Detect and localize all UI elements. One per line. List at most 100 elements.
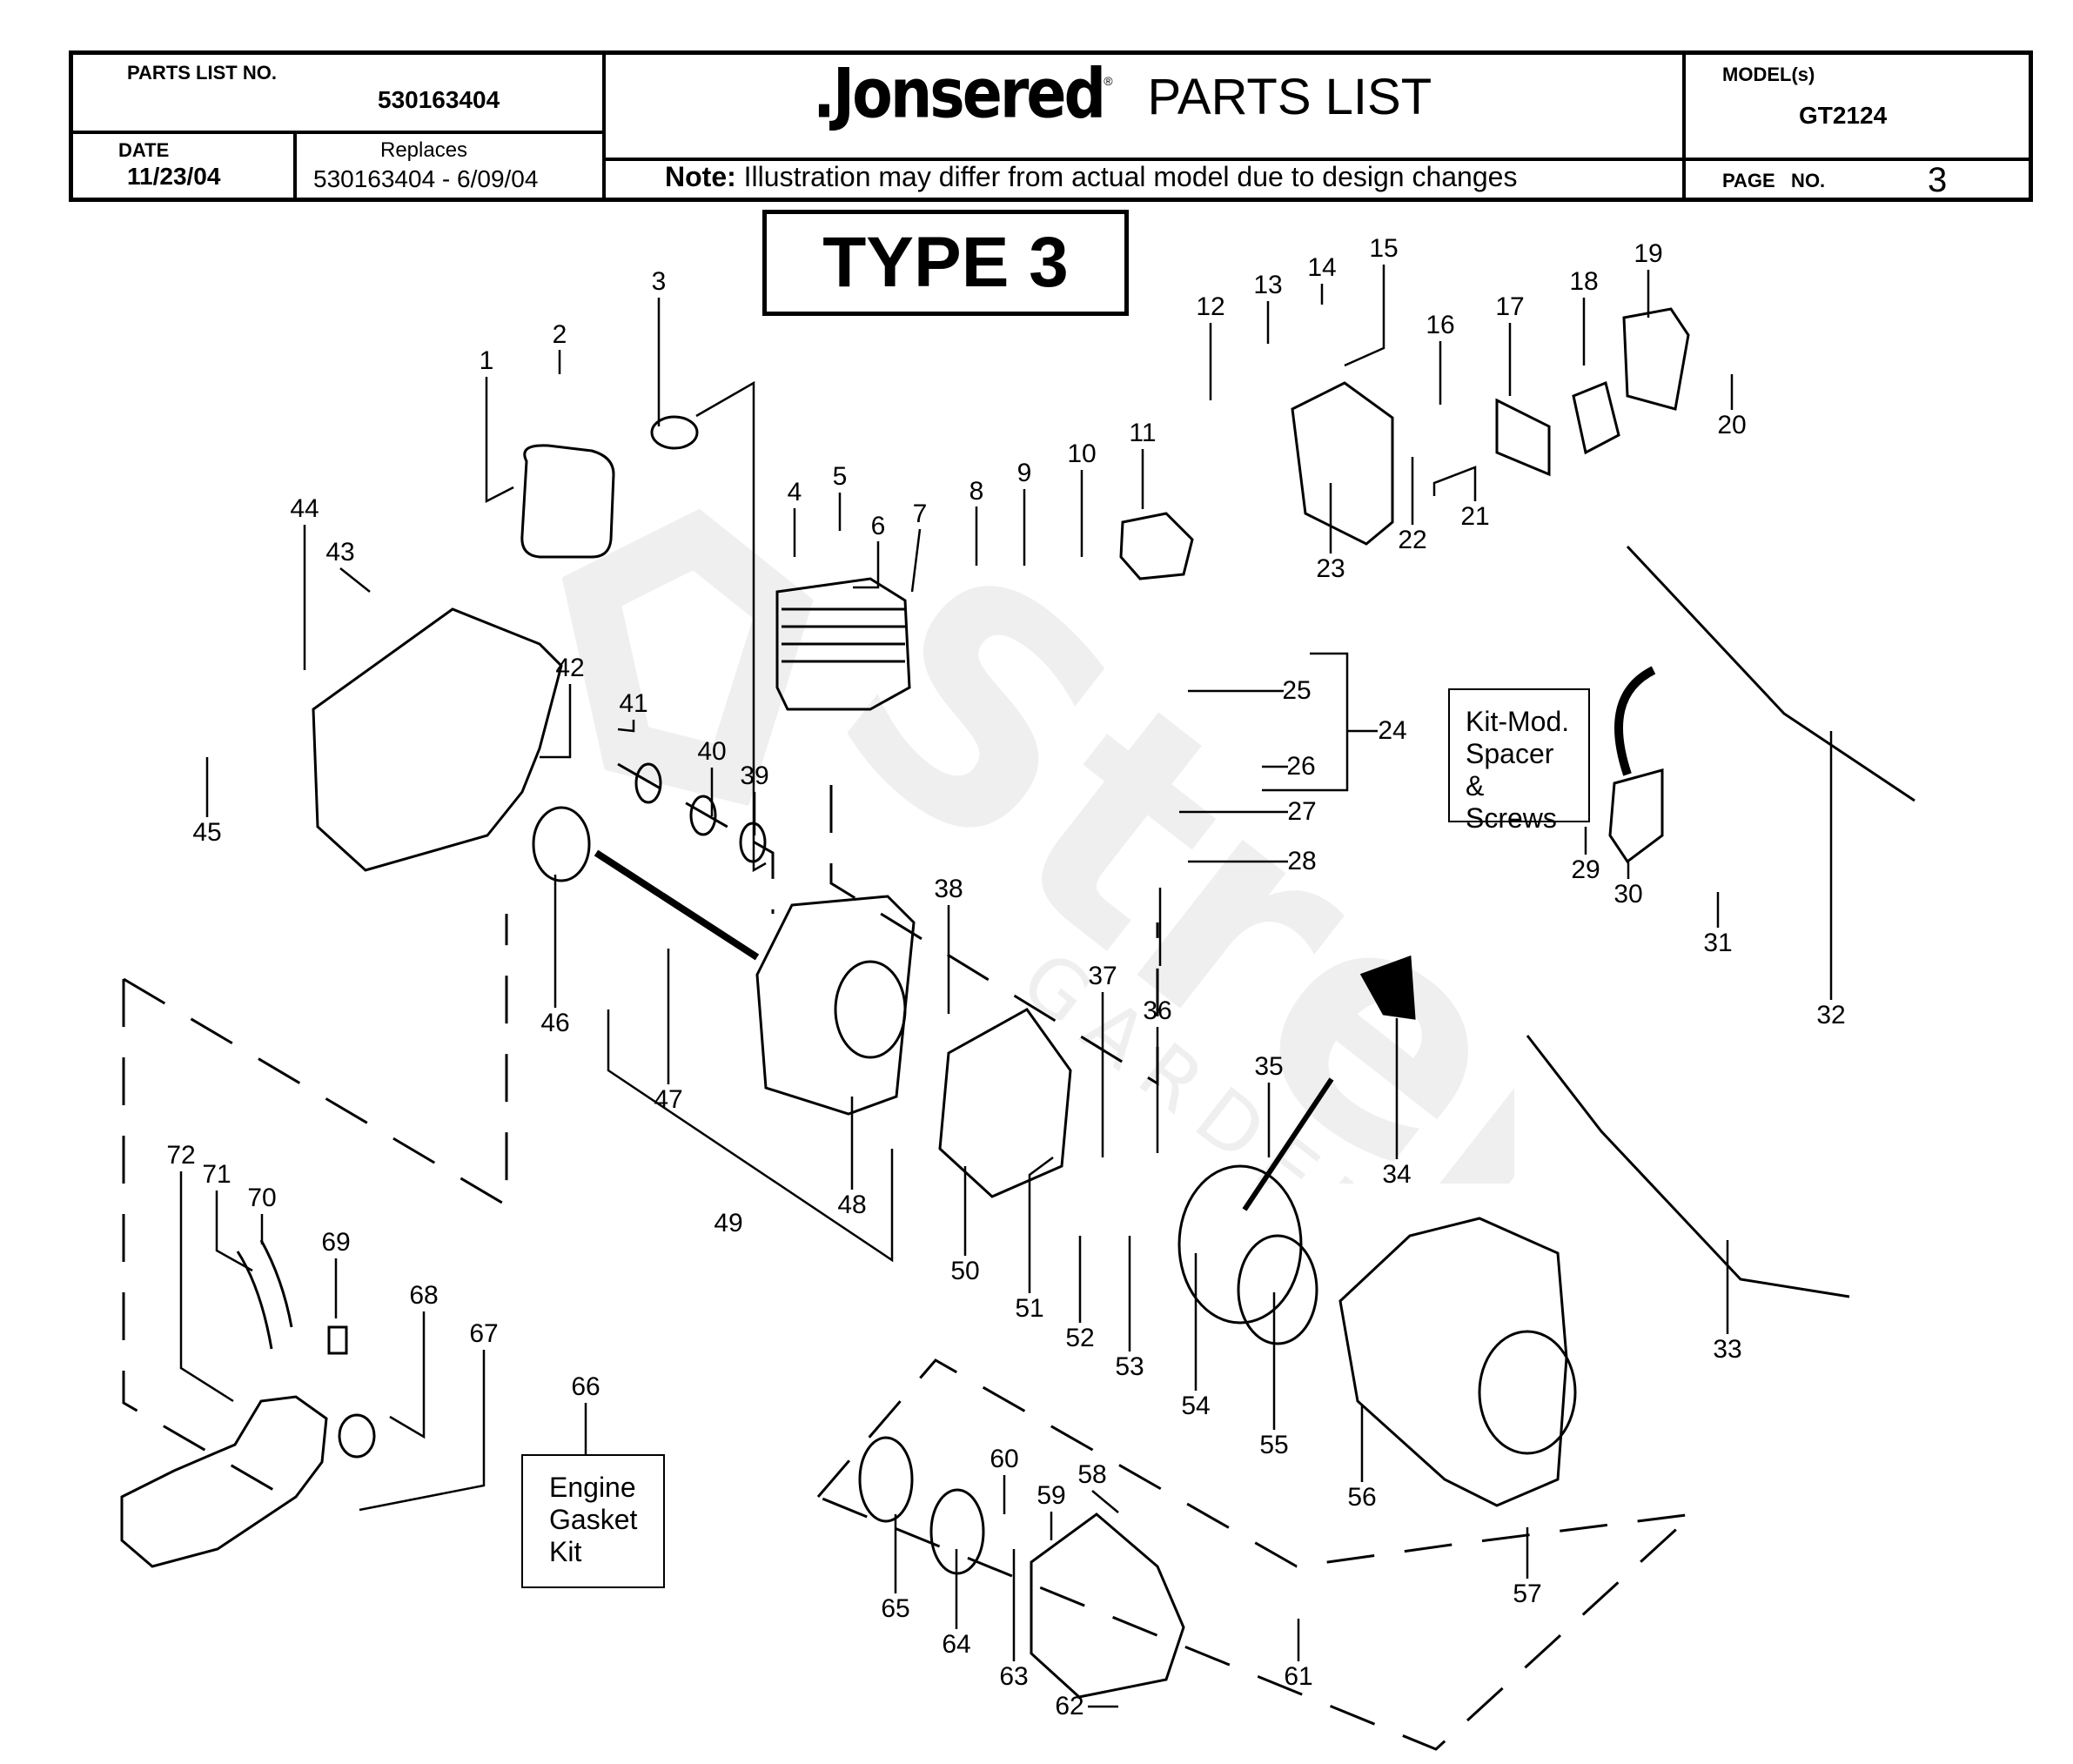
callout-22: 22 [1398, 526, 1427, 554]
callout-9: 9 [1016, 459, 1032, 487]
cylinder-part [775, 577, 911, 711]
divider [602, 55, 606, 198]
callout-16: 16 [1426, 311, 1455, 339]
callout-42: 42 [555, 654, 585, 682]
divider [604, 158, 1683, 161]
callout-69: 69 [321, 1228, 351, 1257]
parts-list-no-label: PARTS LIST NO. [127, 62, 277, 84]
callout-8: 8 [969, 477, 984, 506]
callout-59: 59 [1036, 1481, 1066, 1510]
page-label: PAGE NO. [1722, 170, 1826, 191]
callout-39: 39 [740, 761, 769, 790]
type-label-box: TYPE 3 [762, 210, 1129, 316]
callout-34: 34 [1382, 1160, 1412, 1189]
callout-5: 5 [832, 462, 848, 491]
callout-2: 2 [552, 320, 567, 349]
carburetor-part [1119, 512, 1194, 580]
parts-list-title: PARTS LIST [1147, 69, 1432, 125]
title-block: PARTS LIST NO. 530163404 DATE 11/23/04 R… [69, 50, 2033, 202]
callout-56: 56 [1347, 1483, 1377, 1512]
divider [73, 131, 604, 134]
callout-15: 15 [1369, 234, 1399, 263]
callout-49: 49 [714, 1209, 743, 1237]
replaces-label: Replaces [380, 138, 468, 162]
date-value: 11/23/04 [127, 163, 221, 190]
callout-72: 72 [166, 1141, 196, 1170]
foam-filter-part [1572, 380, 1620, 455]
callout-66: 66 [571, 1372, 600, 1401]
callout-32: 32 [1816, 1001, 1846, 1030]
kit-line: Kit [549, 1536, 582, 1567]
jonsered-logo: .Jonsered [813, 55, 1106, 134]
callout-57: 57 [1513, 1580, 1542, 1608]
callout-48: 48 [837, 1191, 867, 1219]
callout-29: 29 [1571, 855, 1600, 884]
disclaimer-note: Note: Illustration may differ from actua… [665, 161, 1517, 193]
callout-20: 20 [1717, 411, 1747, 439]
brand-title: .Jonsered ® PARTS LIST [813, 55, 1432, 134]
air-cover-part [1622, 307, 1690, 411]
callout-10: 10 [1067, 439, 1097, 468]
replaces-value: 530163404 - 6/09/04 [313, 165, 539, 192]
fuel-tank-part [120, 1395, 328, 1568]
note-text: Illustration may differ from actual mode… [735, 161, 1518, 192]
callout-54: 54 [1181, 1392, 1211, 1420]
callout-38: 38 [934, 875, 963, 903]
callout-36: 36 [1143, 996, 1172, 1025]
ignition-kit-box: Kit-Mod. Spacer & Screws [1448, 688, 1590, 834]
callout-21: 21 [1460, 502, 1490, 531]
callout-27: 27 [1287, 797, 1317, 826]
callout-14: 14 [1307, 253, 1337, 282]
clutch-cover-part [1030, 1512, 1185, 1699]
callout-67: 67 [469, 1319, 499, 1348]
divider [1684, 158, 2032, 161]
callout-1: 1 [479, 346, 494, 375]
part-outlines [120, 307, 1915, 1699]
muffler-part [520, 444, 615, 559]
callout-46: 46 [540, 1009, 570, 1037]
gasket-kit-box: Engine Gasket Kit [521, 1454, 665, 1588]
kit-line: Gasket [549, 1504, 638, 1535]
callout-24: 24 [1378, 716, 1407, 745]
callout-45: 45 [192, 818, 222, 847]
callout-43: 43 [325, 538, 355, 567]
divider [1682, 55, 1686, 198]
recoil-pulley-part [1177, 1164, 1303, 1325]
models-label: MODEL(s) [1722, 64, 1815, 85]
ignition-module-part [1608, 768, 1664, 864]
page-number: 3 [1928, 161, 1948, 199]
divider [293, 132, 297, 198]
registered-mark: ® [1104, 74, 1113, 88]
kit-line: Spacer & [1466, 738, 1554, 802]
callout-23: 23 [1316, 554, 1345, 583]
callout-17: 17 [1495, 292, 1525, 321]
callout-47: 47 [654, 1085, 683, 1114]
callout-61: 61 [1284, 1662, 1313, 1691]
spark-screen-part [650, 415, 699, 450]
callout-4: 4 [787, 478, 802, 506]
callout-3: 3 [651, 267, 667, 296]
callout-50: 50 [950, 1257, 980, 1285]
kit-line: Engine [549, 1472, 636, 1503]
flywheel-part [938, 1008, 1072, 1198]
starter-housing-part [1338, 1217, 1568, 1507]
crankcase-part [755, 895, 916, 1116]
callout-53: 53 [1115, 1352, 1144, 1381]
callout-7: 7 [912, 500, 928, 528]
callout-41: 41 [619, 689, 648, 718]
callout-64: 64 [942, 1630, 971, 1659]
air-box-part [1291, 381, 1394, 546]
model-value: GT2124 [1799, 102, 1888, 129]
callout-6: 6 [870, 512, 886, 540]
parts-list-no: 530163404 [378, 86, 500, 113]
callout-65: 65 [881, 1594, 910, 1623]
callout-12: 12 [1196, 292, 1225, 321]
kit-line: Kit-Mod. [1466, 706, 1570, 737]
callout-35: 35 [1254, 1052, 1284, 1081]
kit-line: Screws [1466, 802, 1557, 834]
filter-plate-part [1495, 398, 1551, 477]
assembly-dashed-lines [122, 762, 1697, 1751]
callout-26: 26 [1286, 752, 1316, 781]
callout-33: 33 [1713, 1335, 1742, 1364]
